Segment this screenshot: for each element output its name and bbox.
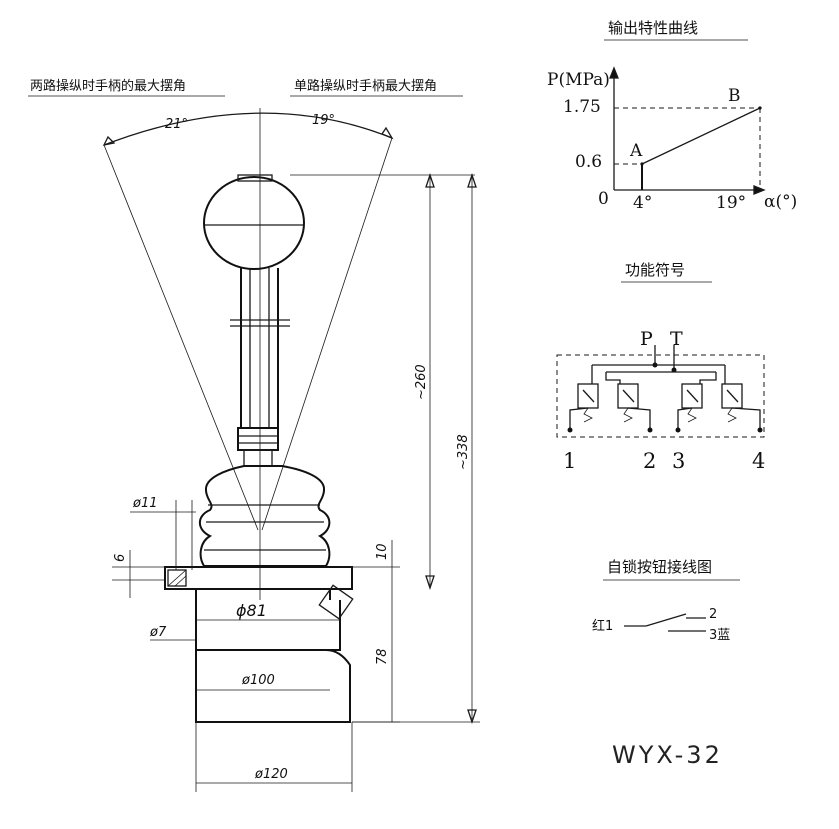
dim-d120: ø120 xyxy=(254,767,288,782)
port-3-label: 3 xyxy=(672,449,685,473)
terminal-2-label: 2 xyxy=(709,607,717,622)
ball-cap xyxy=(237,174,273,182)
valve-2-arrow xyxy=(622,389,635,403)
x-tick-4: 4° xyxy=(633,193,652,213)
point-b-label: B xyxy=(728,86,741,106)
dim-10: 10 xyxy=(375,543,390,560)
valve-feed-lines xyxy=(591,365,726,384)
dim338-arrow-top xyxy=(467,172,477,188)
port-lines xyxy=(569,407,761,430)
arc-arrow-right xyxy=(381,126,394,140)
dim-d11: ø11 xyxy=(132,496,158,511)
valve-cell-1 xyxy=(577,383,599,423)
button-wiring-panel: 自锁按钮接线图 红1 2 3蓝 xyxy=(592,558,740,643)
function-symbol-title: 功能符号 xyxy=(625,261,685,279)
dim-d7: ø7 xyxy=(149,625,167,640)
valve-2-spring xyxy=(623,407,633,423)
curve-line-ab xyxy=(641,107,761,165)
curve-point-b xyxy=(758,106,762,110)
dim260-arrow-top xyxy=(425,172,435,188)
swing-line-right xyxy=(261,137,393,531)
swing-line-left xyxy=(103,144,259,531)
port-3-dot xyxy=(675,427,681,433)
angle-21: 21° xyxy=(165,117,188,132)
flange-hole xyxy=(167,569,187,587)
dim260-arrow-bottom xyxy=(425,575,435,591)
x-axis-label: α(°) xyxy=(764,192,797,212)
port-4-label: 4 xyxy=(752,449,765,473)
angle-19: 19° xyxy=(312,113,335,128)
origin-label: 0 xyxy=(598,189,609,209)
port-p: P xyxy=(640,328,653,350)
port-1-label: 1 xyxy=(563,449,576,473)
output-curve-panel: 输出特性曲线 P(MPa) α(°) 1.75 0.6 0 4° 19° A B xyxy=(547,19,797,213)
blue-3-label: 3蓝 xyxy=(709,628,730,643)
point-a-label: A xyxy=(629,141,643,161)
x-tick-19: 19° xyxy=(716,193,746,213)
y-axis-label: P(MPa) xyxy=(547,70,610,90)
hole-hatch-1 xyxy=(167,569,187,587)
port-2-dot xyxy=(647,427,653,433)
valve-3-spring xyxy=(687,407,697,423)
arc-arrow-left xyxy=(102,135,116,146)
port-4-dot xyxy=(757,427,763,433)
dim-6: 6 xyxy=(113,554,128,562)
t-junction xyxy=(671,367,677,373)
dim-d100: ø100 xyxy=(241,673,275,688)
angle-arc xyxy=(103,112,393,146)
cable-gland xyxy=(318,584,354,620)
dim-338: ~338 xyxy=(456,434,471,470)
valve-4-spring xyxy=(727,407,737,423)
curve-marks xyxy=(614,106,762,190)
y-tick-06: 0.6 xyxy=(575,152,602,172)
y-axis-arrow xyxy=(609,66,619,79)
red-1-label: 红1 xyxy=(592,618,613,634)
curve-point-a xyxy=(640,162,644,166)
dim-260: ~260 xyxy=(414,364,429,400)
lower-body xyxy=(195,649,351,723)
valve-1-spring xyxy=(583,407,593,423)
hex-nut xyxy=(237,427,279,451)
port-2-label: 2 xyxy=(643,449,656,473)
shaft xyxy=(240,268,279,428)
handle-ball xyxy=(203,176,305,270)
valve-outline xyxy=(556,354,765,438)
valve-cell-2 xyxy=(617,383,639,423)
valve-4-arrow xyxy=(726,389,739,403)
dim-phi81: ɸ81 xyxy=(236,601,267,620)
mounting-flange xyxy=(164,566,353,590)
valve-cell-3 xyxy=(681,383,703,423)
button-wiring-title: 自锁按钮接线图 xyxy=(607,558,712,576)
dim-78: 78 xyxy=(375,648,390,665)
one-way-angle-label: 单路操纵时手柄最大摆角 xyxy=(294,78,437,94)
switch-contact xyxy=(645,613,687,627)
valve-cell-4 xyxy=(721,383,743,423)
hole-hatch-2 xyxy=(174,575,187,587)
nut-collar xyxy=(243,449,273,467)
y-tick-175: 1.75 xyxy=(563,97,601,117)
rubber-boot xyxy=(198,465,331,567)
function-symbol-panel: 功能符号 P T xyxy=(556,261,765,473)
port-t: T xyxy=(670,328,683,350)
output-curve-title: 输出特性曲线 xyxy=(608,19,698,37)
dim338-arrow-bottom xyxy=(467,709,477,725)
joystick-drawing: 两路操纵时手柄的最大摆角 单路操纵时手柄最大摆角 21° 19° xyxy=(28,78,480,792)
valve-1-arrow xyxy=(582,389,595,403)
upper-body xyxy=(195,589,341,651)
valve-3-arrow xyxy=(686,389,699,403)
two-way-angle-label: 两路操纵时手柄的最大摆角 xyxy=(30,78,186,94)
x-axis-arrow xyxy=(753,185,766,195)
port-1-dot xyxy=(567,427,573,433)
model-number: WYX-32 xyxy=(612,741,723,769)
